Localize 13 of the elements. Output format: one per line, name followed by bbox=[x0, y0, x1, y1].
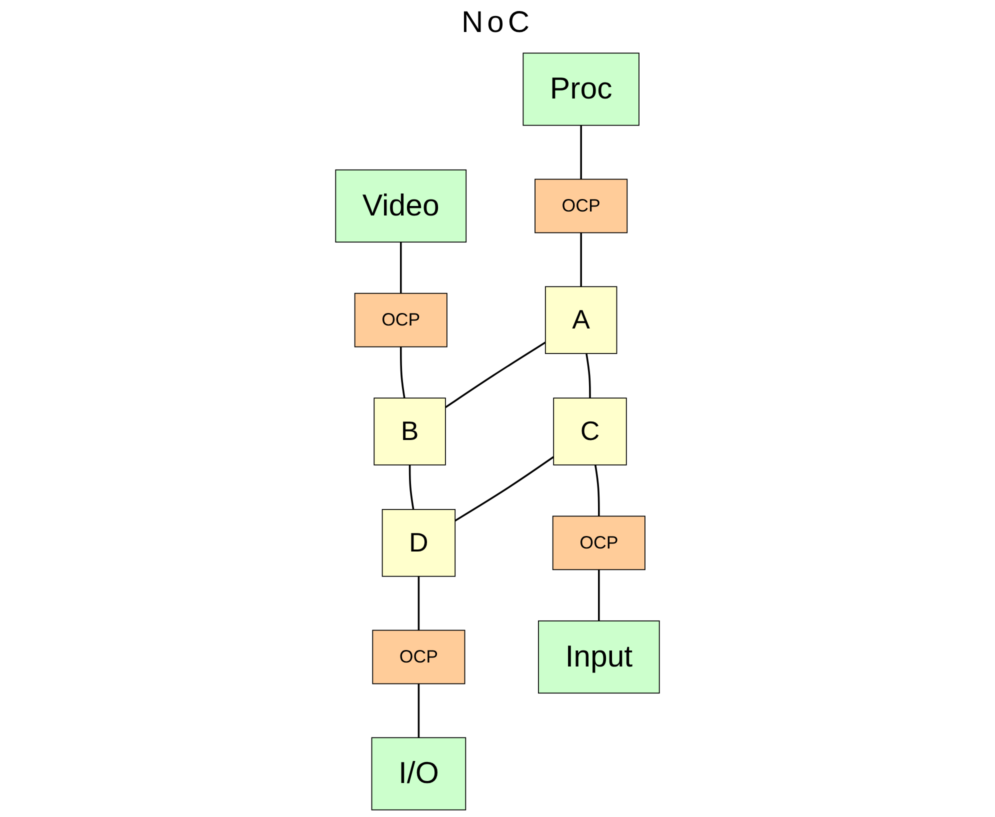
core-block: I/O bbox=[371, 737, 466, 810]
interface-bar: OCP bbox=[354, 292, 448, 348]
router-box: B bbox=[374, 398, 446, 466]
router-box: D bbox=[382, 509, 456, 577]
core-block: Video bbox=[335, 169, 467, 243]
router-box: A bbox=[544, 286, 618, 354]
core-block: Input bbox=[538, 620, 660, 694]
interface-bar: OCP bbox=[534, 178, 628, 234]
router-box: C bbox=[553, 398, 627, 466]
interface-bar: OCP bbox=[372, 630, 466, 684]
core-block: Proc bbox=[522, 52, 640, 126]
network-label: NoC bbox=[461, 6, 534, 39]
interface-bar: OCP bbox=[552, 516, 646, 570]
